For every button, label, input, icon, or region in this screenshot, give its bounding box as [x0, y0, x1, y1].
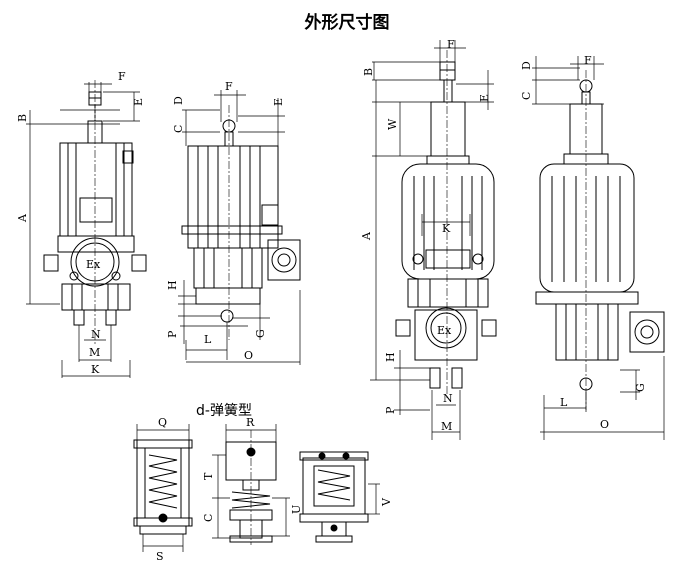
- dim-label-u: U: [290, 505, 303, 514]
- view-3-dimensions: [370, 40, 494, 440]
- dim-label-f: F: [118, 70, 126, 83]
- dim-label-f-4: F: [584, 54, 592, 67]
- view-2-dimensions: [178, 90, 301, 365]
- dim-label-e-2: E: [272, 98, 285, 106]
- dim-label-g-4: G: [634, 383, 647, 392]
- dim-label-g: G: [254, 329, 267, 338]
- dim-label-t: T: [202, 472, 215, 480]
- dim-label-d-4: D: [520, 61, 533, 70]
- dim-label-c-4: C: [520, 92, 533, 100]
- ex-mark-3: Ex: [437, 324, 452, 337]
- dim-label-f-3: F: [447, 38, 455, 51]
- spring-view-left: [133, 439, 193, 535]
- view-1-dimensions: [26, 82, 140, 378]
- ex-mark-1: Ex: [86, 258, 101, 271]
- dim-label-m-3: M: [441, 420, 452, 433]
- dim-label-p-3: P: [384, 406, 397, 414]
- dim-label-p: P: [166, 330, 179, 338]
- dim-label-o: O: [244, 349, 253, 362]
- view-3-front: [395, 50, 497, 400]
- spring-view-right: [299, 451, 369, 543]
- dim-label-o-4: O: [600, 418, 609, 431]
- spring-right-dimensions: [368, 483, 380, 515]
- dim-label-r: R: [246, 416, 255, 429]
- dim-label-a-3: A: [360, 231, 373, 241]
- dim-label-k: K: [91, 363, 100, 376]
- dim-label-h-3: H: [384, 352, 397, 362]
- view-2-side: [181, 105, 301, 340]
- dim-label-v: V: [380, 497, 393, 507]
- dim-label-l: L: [204, 333, 212, 346]
- spring-type-subtitle: d-弹簧型: [196, 403, 252, 419]
- dim-label-e: E: [132, 98, 145, 106]
- dim-label-c: C: [172, 125, 185, 133]
- dim-label-c-5: C: [202, 514, 215, 522]
- dim-label-w: W: [386, 118, 399, 130]
- dim-label-l-4: L: [560, 396, 568, 409]
- view-4-dimensions: [532, 56, 665, 440]
- dim-label-a: A: [16, 213, 29, 223]
- dim-label-e-3: E: [478, 94, 491, 102]
- dim-label-f-2: F: [225, 80, 233, 93]
- dim-label-s: S: [156, 550, 164, 563]
- dim-label-h: H: [166, 280, 179, 290]
- drawing-title: 外形尺寸图: [304, 13, 390, 33]
- dim-label-q: Q: [158, 416, 167, 429]
- dim-label-k-3: K: [442, 222, 451, 235]
- spring-view-middle: [225, 430, 277, 545]
- dim-label-n: N: [91, 328, 101, 341]
- dim-label-m: M: [89, 346, 100, 359]
- spring-left-dimensions: [136, 424, 190, 552]
- dim-label-d: D: [172, 96, 185, 105]
- dim-label-b-3: B: [362, 68, 375, 76]
- view-1-front: [43, 80, 147, 345]
- dim-label-n-3: N: [443, 392, 453, 405]
- spring-middle-dimensions: [212, 424, 290, 539]
- view-4-side: [535, 70, 665, 410]
- dim-label-b: B: [16, 114, 29, 122]
